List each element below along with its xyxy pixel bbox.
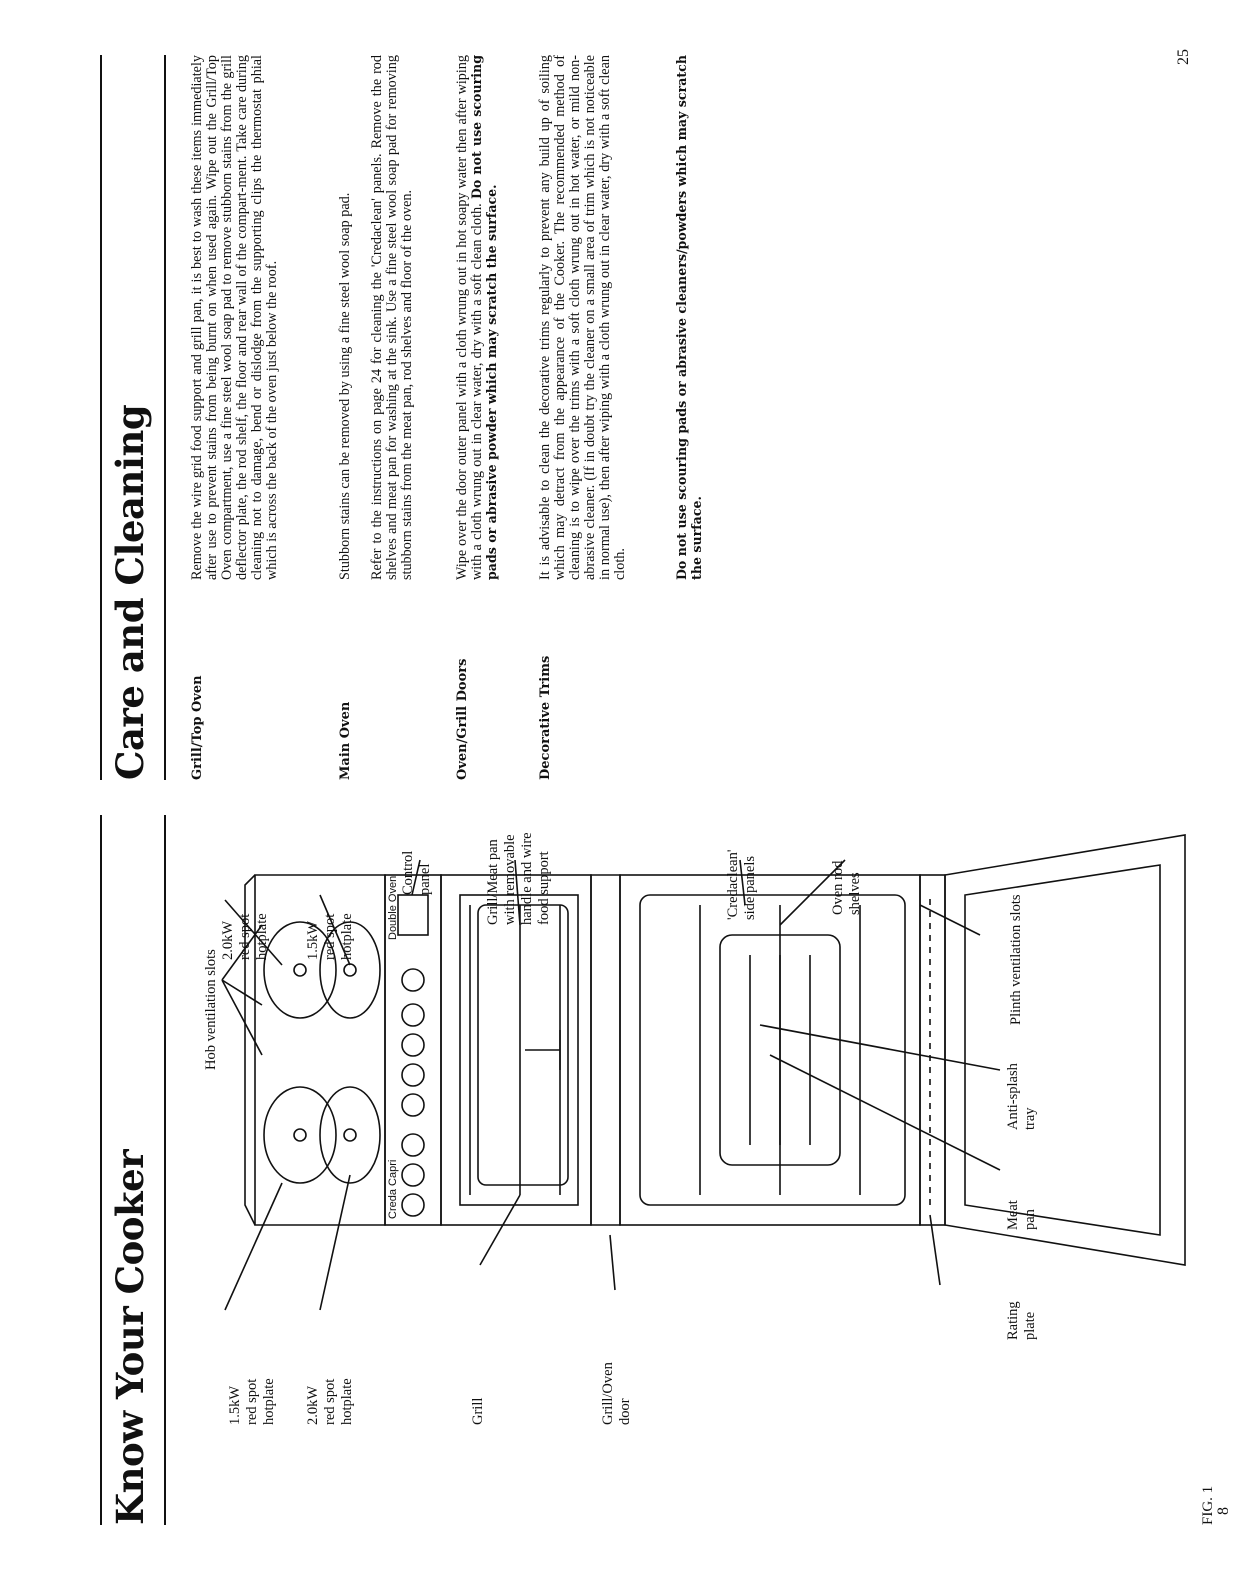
- label-meat-pan: Meat pan: [1005, 1200, 1038, 1230]
- hotplate-front-left: [263, 1086, 337, 1184]
- left-page-number: 8: [1215, 1507, 1232, 1515]
- hotplate-front-right: [263, 921, 337, 1019]
- right-title-top-rule: [100, 55, 102, 780]
- heading-oven-grill-doors: Oven/Grill Doors: [455, 658, 470, 780]
- hotplate-rear-right: [319, 921, 381, 1019]
- label-rear-left-hotplate: 2.0kW red spot hotplate: [305, 1378, 355, 1425]
- oven-door-drawing: [944, 834, 1186, 1266]
- meat-pan-drawing: [719, 934, 841, 1166]
- label-plinth-ventilation-slots: Plinth ventilation slots: [1008, 894, 1024, 1025]
- label-front-right-hotplate: 2.0kW red spot hotplate: [220, 913, 270, 960]
- hotplate-rear-left: [319, 1086, 381, 1184]
- label-hob-ventilation-slots: Hob ventilation slots: [203, 949, 219, 1070]
- label-credaclean-side-panels: 'Credaclean' side panels: [725, 849, 758, 920]
- grill-door-drawing: [590, 874, 621, 1226]
- label-control-panel: Control panel: [400, 850, 433, 895]
- figure-label: FIG. 1: [1200, 1485, 1216, 1525]
- label-rating-plate: Rating plate: [1005, 1301, 1038, 1340]
- grill-pan-drawing: [477, 904, 569, 1186]
- para-oven-grill-doors: Wipe over the door outer panel with a cl…: [454, 55, 499, 580]
- heading-grill-top-oven: Grill/Top Oven: [190, 675, 205, 780]
- warning-decorative-trims: Do not use scouring pads or abrasive cle…: [674, 55, 704, 580]
- heading-main-oven: Main Oven: [338, 701, 353, 780]
- panel-brand-text: Creda Capri: [387, 1160, 399, 1219]
- cooker-diagram: Creda Capri Double Oven: [221, 834, 1186, 1311]
- label-grill-meat-pan: Grill/Meat pan with removable handle and…: [485, 832, 552, 925]
- label-rear-right-hotplate: 1.5kW red spot hotplate: [305, 913, 355, 960]
- right-title-bottom-rule: [164, 55, 166, 780]
- hob-back-edge: [244, 874, 256, 1226]
- label-grill: Grill: [470, 1397, 486, 1425]
- right-page-number: 25: [1175, 49, 1192, 65]
- para-decorative-trims: It is advisable to clean the decorative …: [537, 55, 628, 580]
- heading-decorative-trims: Decorative Trims: [538, 655, 553, 780]
- plinth-drawing: [919, 874, 946, 1226]
- label-front-left-hotplate: 1.5kW red spot hotplate: [227, 1378, 277, 1425]
- label-grill-oven-door: Grill/Oven door: [600, 1362, 633, 1425]
- right-page-title: Care and Cleaning: [108, 404, 152, 780]
- label-anti-splash-tray: Anti-splash tray: [1005, 1063, 1038, 1130]
- main-oven-compartment: [619, 874, 921, 1226]
- panel-model-text: Double Oven: [387, 876, 399, 940]
- para-main-oven-2: Refer to the instructions on page 24 for…: [369, 55, 415, 580]
- label-oven-rod-shelves: Oven rod shelves: [830, 860, 863, 915]
- para-main-oven-1: Stubborn stains can be removed by using …: [337, 192, 353, 580]
- para-grill-top-oven: Remove the wire grid food support and gr…: [189, 55, 280, 580]
